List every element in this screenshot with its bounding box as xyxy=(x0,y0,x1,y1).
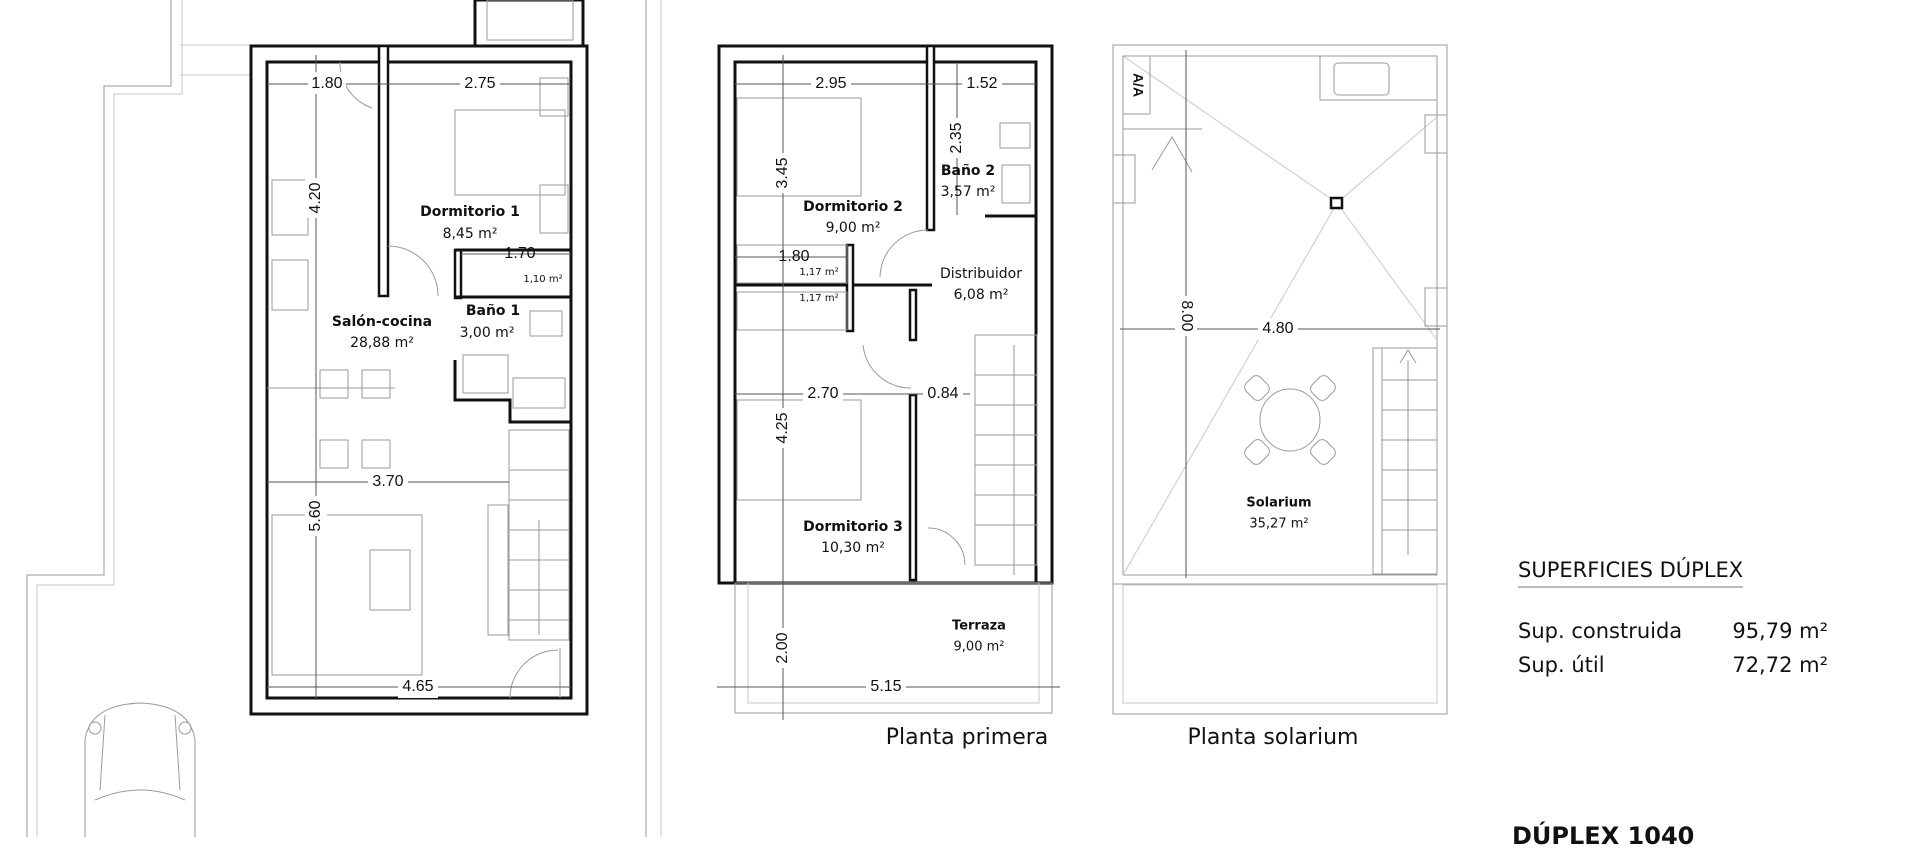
dimension-label: 2.00 xyxy=(774,632,791,663)
summary-row: Sup. construida 95,79 m² xyxy=(1518,614,1828,648)
summary-title: SUPERFICIES DÚPLEX xyxy=(1518,558,1744,588)
dimension-label: 1.80 xyxy=(778,248,809,265)
room-area: 3,57 m² xyxy=(941,184,996,200)
room-area: 6,08 m² xyxy=(954,287,1009,303)
dimension-label: 8.00 xyxy=(1178,300,1195,331)
room-name: Distribuidor xyxy=(940,266,1022,282)
sink-icon xyxy=(1319,55,1438,101)
room-area: 1,17 m² xyxy=(799,267,838,278)
room-name: Dormitorio 2 xyxy=(803,199,903,215)
dimension-label: 4.25 xyxy=(774,412,791,443)
room-name: Dormitorio 3 xyxy=(803,519,903,535)
aa-label: A/A xyxy=(1130,73,1146,97)
room-name: Salón-cocina xyxy=(332,314,432,330)
room-area: 28,88 m² xyxy=(350,335,414,351)
summary-value: 95,79 m² xyxy=(1732,619,1828,643)
plan-title: Planta solarium xyxy=(1188,725,1359,750)
dimension-label: 2.35 xyxy=(948,122,965,153)
summary-value: 72,72 m² xyxy=(1732,653,1828,677)
room-area: 9,00 m² xyxy=(826,220,881,236)
dimension-label: 5.60 xyxy=(307,500,324,531)
table-chairs-icon xyxy=(1244,375,1336,465)
room-name: Solarium xyxy=(1246,496,1311,511)
site-boundary xyxy=(26,0,662,837)
dimension-label: 4.65 xyxy=(402,678,433,695)
dimension-label: 3.70 xyxy=(372,473,403,490)
room-name: Terraza xyxy=(952,619,1006,634)
room-area: 10,30 m² xyxy=(821,540,885,556)
car-icon xyxy=(84,702,196,837)
room-area: 1,10 m² xyxy=(523,274,562,285)
solarium-plan: A/A 8.00 4.80 Solarium 35,27 m² Planta s… xyxy=(1112,44,1448,750)
room-name: Baño 1 xyxy=(466,303,520,319)
area-summary: SUPERFICIES DÚPLEX Sup. construida 95,79… xyxy=(1518,558,1828,682)
dimension-label: 5.15 xyxy=(870,678,901,695)
room-area: 9,00 m² xyxy=(954,640,1005,655)
dimension-label: 2.70 xyxy=(807,385,838,402)
dimension-label: 3.45 xyxy=(774,157,791,188)
room-name: Baño 2 xyxy=(941,163,995,179)
dimension-label: 4.20 xyxy=(307,182,324,213)
aa-unit-box xyxy=(1122,55,1151,115)
dimension-label: 2.95 xyxy=(815,75,846,92)
summary-label: Sup. útil xyxy=(1518,653,1605,677)
ground-floor-plan: 1.80 2.75 4.20 1.70 3.70 5.60 4.65 Dormi… xyxy=(249,0,589,716)
room-area: 3,00 m² xyxy=(460,325,515,341)
stairs-icon xyxy=(1372,347,1438,575)
first-floor-plan: 2.95 1.52 3.45 2.35 1.80 2.70 0.84 4.25 … xyxy=(717,44,1060,750)
room-area: 35,27 m² xyxy=(1249,517,1308,532)
dimension-label: 1.80 xyxy=(311,75,342,92)
dimension-label: 1.52 xyxy=(966,75,997,92)
room-name: Dormitorio 1 xyxy=(420,204,520,220)
room-area: 1,17 m² xyxy=(799,293,838,304)
summary-label: Sup. construida xyxy=(1518,619,1683,643)
dimension-label: 1.70 xyxy=(504,245,535,262)
model-title: DÚPLEX 1040 xyxy=(1512,822,1695,850)
drain-icon xyxy=(1329,196,1344,210)
room-area: 8,45 m² xyxy=(443,226,498,242)
dimension-label: 2.75 xyxy=(464,75,495,92)
dimension-label: 0.84 xyxy=(927,385,958,402)
dimension-label: 4.80 xyxy=(1262,320,1293,337)
plan-title: Planta primera xyxy=(886,725,1049,750)
summary-row: Sup. útil 72,72 m² xyxy=(1518,648,1828,682)
